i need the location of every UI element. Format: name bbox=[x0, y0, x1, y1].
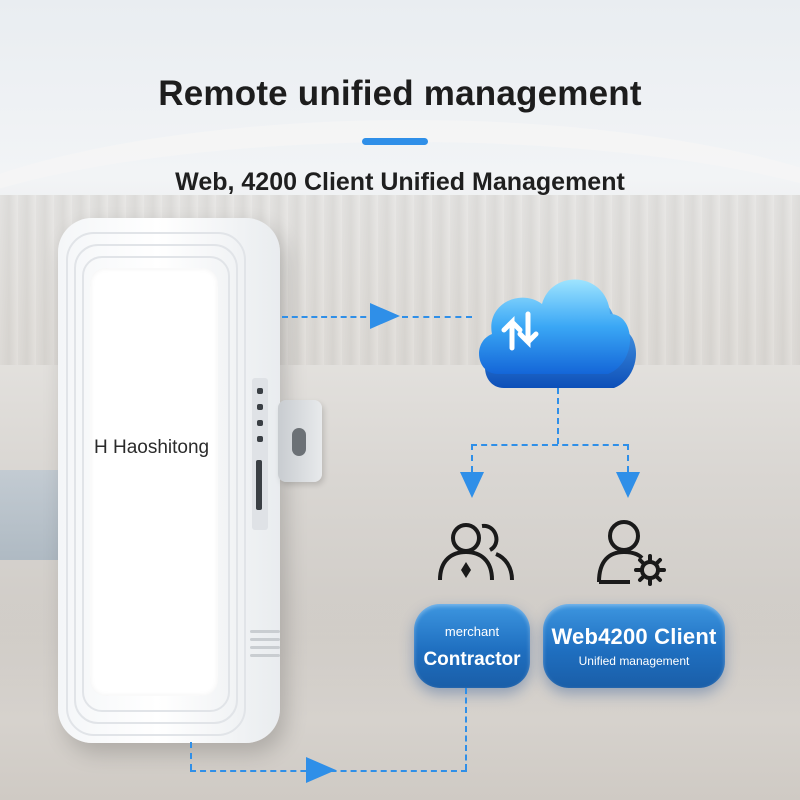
device-brand-label: H Haoshitong bbox=[94, 437, 210, 458]
connector-line bbox=[465, 688, 467, 770]
page-title: Remote unified management bbox=[158, 74, 642, 113]
device-frame-ring bbox=[66, 232, 246, 736]
arrow-right-icon bbox=[306, 757, 336, 783]
status-led bbox=[257, 388, 263, 394]
device-card-slot bbox=[256, 460, 262, 510]
web-client-button[interactable]: Web4200 Client Unified management bbox=[543, 604, 725, 688]
client-subtitle-label: Unified management bbox=[578, 654, 690, 668]
status-led bbox=[257, 404, 263, 410]
connector-line bbox=[557, 388, 559, 444]
status-led bbox=[257, 420, 263, 426]
connector-line bbox=[627, 444, 629, 472]
device-frame-ring bbox=[82, 256, 230, 712]
title-underline bbox=[362, 138, 428, 145]
arrow-down-icon bbox=[460, 472, 484, 498]
arrow-right-icon bbox=[370, 303, 400, 329]
connector-line bbox=[471, 444, 473, 472]
connector-line bbox=[471, 444, 629, 446]
contractor-label: Contractor bbox=[423, 649, 521, 670]
connector-line bbox=[402, 316, 472, 318]
device-vents bbox=[250, 630, 280, 662]
connector-line bbox=[282, 316, 376, 318]
device-frame-ring bbox=[74, 244, 238, 724]
client-title-label: Web4200 Client bbox=[551, 624, 717, 649]
page-subtitle: Web, 4200 Client Unified Management bbox=[175, 168, 625, 196]
device-face bbox=[90, 268, 218, 696]
cloud-sync-icon bbox=[479, 279, 636, 388]
users-group-icon bbox=[438, 523, 514, 581]
arrow-down-icon bbox=[616, 472, 640, 498]
mount-hole bbox=[292, 428, 306, 456]
status-led bbox=[257, 436, 263, 442]
connector-line bbox=[190, 742, 192, 770]
merchant-label: merchant bbox=[444, 624, 500, 639]
merchant-contractor-button[interactable]: merchant Contractor bbox=[414, 604, 530, 688]
user-gear-icon bbox=[597, 520, 666, 586]
